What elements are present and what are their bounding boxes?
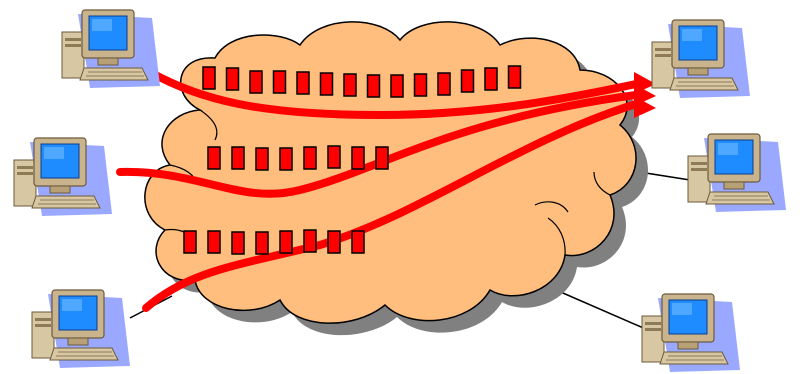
- packet: [391, 75, 403, 97]
- packet: [328, 231, 340, 253]
- link-right-3: [556, 290, 648, 330]
- packet: [352, 231, 364, 253]
- computer-icon: [14, 138, 112, 216]
- packet: [344, 74, 356, 96]
- packet: [438, 73, 450, 95]
- packet: [485, 68, 497, 90]
- computer-icon: [32, 290, 130, 368]
- packet: [368, 75, 380, 97]
- packet: [208, 147, 220, 169]
- packet: [203, 67, 215, 89]
- network-cloud: [145, 22, 648, 335]
- packet: [184, 231, 196, 253]
- packet: [232, 232, 244, 254]
- packet: [304, 230, 316, 252]
- packet: [376, 147, 388, 169]
- packet: [462, 70, 474, 92]
- packet: [256, 148, 268, 170]
- packet: [352, 147, 364, 169]
- computer-icon: [62, 10, 160, 88]
- packet: [280, 231, 292, 253]
- packet: [232, 147, 244, 169]
- packet: [509, 66, 521, 88]
- packet: [328, 146, 340, 168]
- packet: [208, 231, 220, 253]
- packet: [304, 147, 316, 169]
- computer-icon: [642, 294, 740, 372]
- packet: [321, 73, 333, 95]
- packet: [297, 72, 309, 94]
- computer-icon: [688, 134, 786, 212]
- packet: [227, 68, 239, 90]
- packet: [280, 148, 292, 170]
- packet: [250, 71, 262, 93]
- packet: [256, 232, 268, 254]
- packet: [274, 71, 286, 93]
- computer-icon: [652, 20, 750, 98]
- packet: [415, 74, 427, 96]
